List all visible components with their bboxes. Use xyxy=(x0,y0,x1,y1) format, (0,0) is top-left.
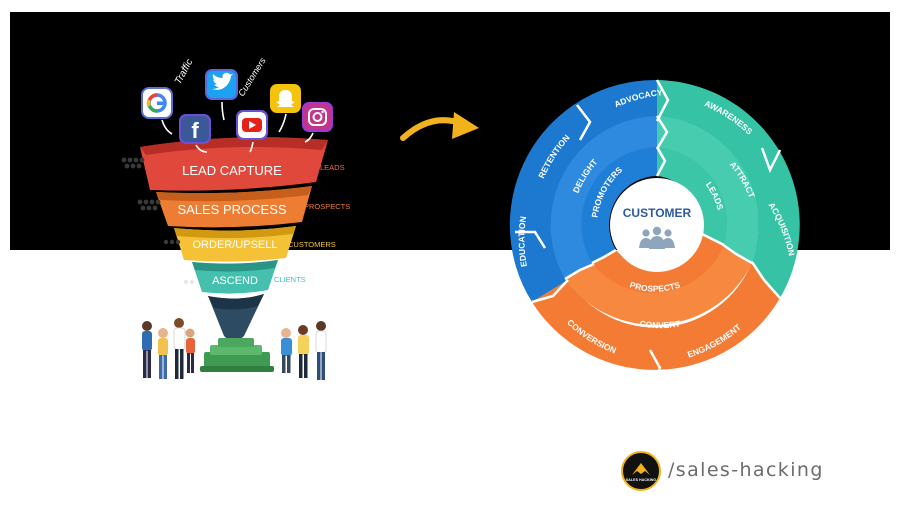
person xyxy=(281,328,292,373)
funnel-input-label: Traffic xyxy=(173,57,195,86)
person xyxy=(298,325,309,378)
cycle-ring-middle-blue xyxy=(550,116,657,279)
funnel-stage-label: ORDER/UPSELL xyxy=(193,239,278,251)
cycle-center xyxy=(610,178,704,272)
cycle-ring-outer-blue xyxy=(509,79,657,302)
person xyxy=(158,328,168,379)
funnel-stage-lead-capture xyxy=(140,137,328,191)
funnel-side-label: CLIENTS xyxy=(274,275,306,284)
crowd-icon xyxy=(121,157,181,245)
people-icon xyxy=(639,226,675,249)
instagram-icon xyxy=(302,102,333,132)
cycle-ring-outer-orange xyxy=(532,262,780,370)
brand-handle[interactable]: /sales-hacking xyxy=(668,459,824,481)
cycle-center-label: CUSTOMER xyxy=(623,206,692,220)
crowd-icon xyxy=(183,279,195,285)
funnel-stage-label: ASCEND xyxy=(212,275,258,287)
celebrating-people xyxy=(142,318,327,380)
flow-arrows xyxy=(161,101,314,153)
funnel-input-label: Customers xyxy=(236,55,268,98)
person xyxy=(185,328,195,373)
person xyxy=(315,321,327,380)
sales-hacking-logo: SALES HACKING xyxy=(621,451,661,491)
cycle-middle-label: CONVERT xyxy=(639,318,682,330)
person xyxy=(173,318,186,379)
customer-cycle: CUSTOMER ADVOCACY RETENTION EDUCATION CO… xyxy=(509,79,800,389)
funnel-stage-label: LEAD CAPTURE xyxy=(182,163,282,178)
cycle-ring-middle-teal xyxy=(657,116,759,263)
cycle-ring-middle-orange xyxy=(565,244,752,325)
snapchat-icon xyxy=(270,84,301,113)
logo-text: SALES HACKING xyxy=(625,478,657,482)
cycle-ring-inner-blue xyxy=(581,147,657,263)
twitter-icon xyxy=(205,69,238,100)
person xyxy=(142,321,152,378)
youtube-icon xyxy=(236,110,268,140)
cycle-ring-inner-orange xyxy=(592,233,724,293)
curved-arrow-icon xyxy=(400,112,479,141)
funnel-side-label: CUSTOMERS xyxy=(288,240,336,249)
funnel-stage-label: SALES PROCESS xyxy=(177,202,286,217)
facebook-icon: f xyxy=(179,114,211,144)
cycle-ring-outer-teal xyxy=(657,80,800,298)
money-pile-icon xyxy=(200,338,274,372)
svg-text:f: f xyxy=(191,118,199,143)
mountain-icon xyxy=(632,463,650,475)
funnel-side-label: LEADS xyxy=(320,163,345,172)
funnel-side-label: PROSPECTS xyxy=(304,202,350,211)
google-icon xyxy=(141,87,173,119)
segment-separators xyxy=(515,79,782,389)
cycle-inner-label: PROSPECTS xyxy=(629,279,682,293)
cycle-outer-label: EDUCATION xyxy=(516,216,529,268)
